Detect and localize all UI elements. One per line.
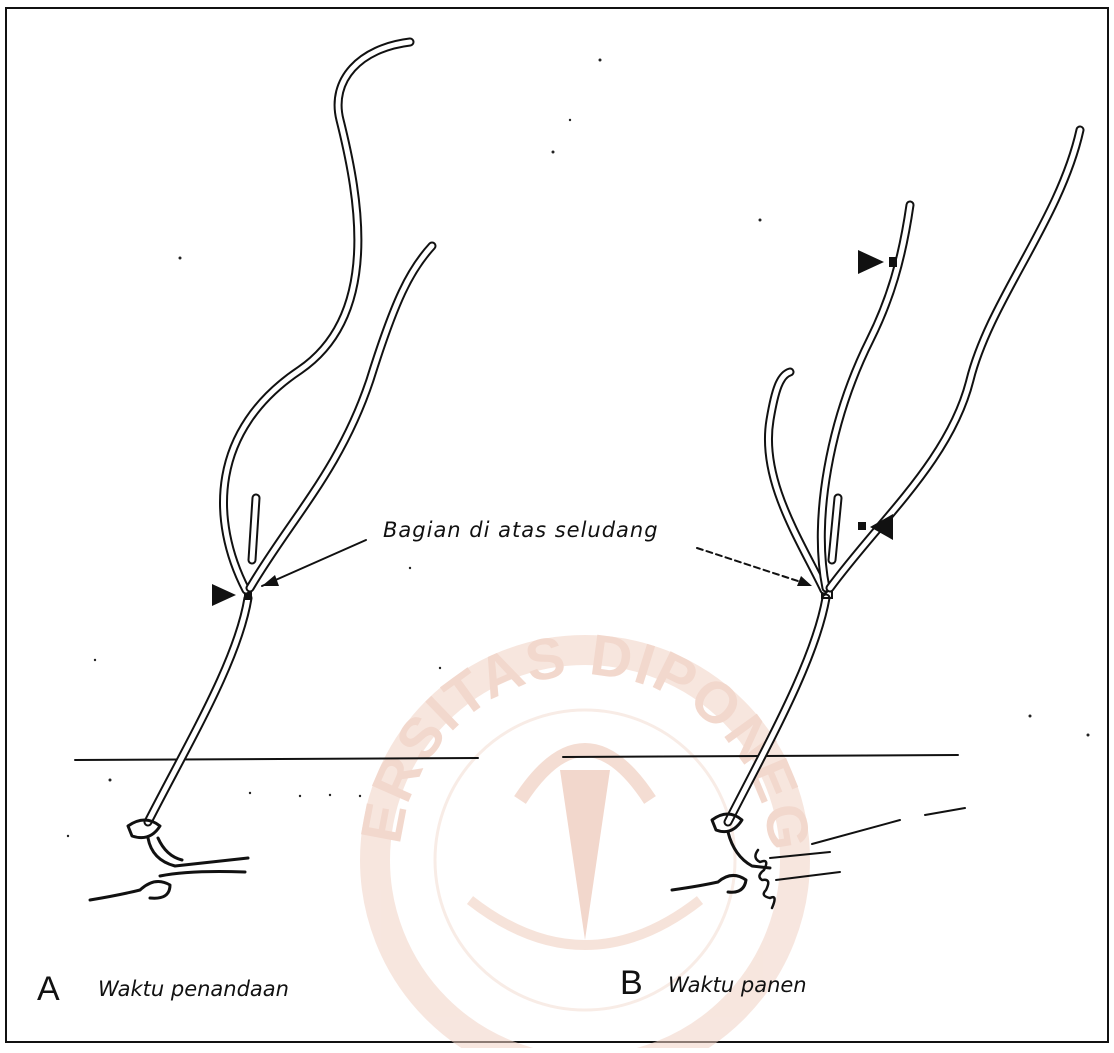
- marker-arrowhead-a: [212, 584, 236, 606]
- panel-a-letter: A: [37, 970, 60, 1008]
- callout-leader-right: [697, 548, 810, 585]
- panel-b-letter: B: [620, 964, 643, 1002]
- plant-b: [672, 130, 1080, 892]
- marker-arrowhead-b-top: [858, 250, 884, 274]
- watermark-text: UNIVERSITAS DIPONEGORO: [0, 0, 823, 856]
- panel-b-caption: Waktu panen: [668, 973, 807, 997]
- callout-arrowhead-right: [797, 576, 812, 586]
- panel-a-caption: Waktu penandaan: [98, 977, 289, 1001]
- callout-arrowhead-left: [262, 575, 279, 586]
- callout-label: Bagian di atas seludang: [383, 518, 659, 542]
